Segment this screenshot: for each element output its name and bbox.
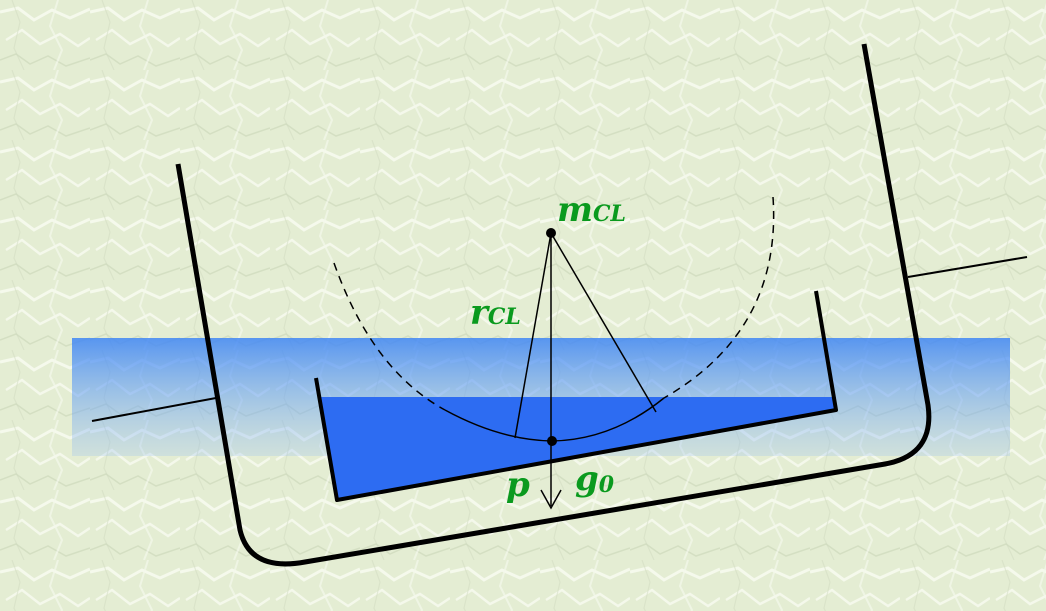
metacentric-arc-dashed bbox=[333, 262, 446, 411]
radius-line-left bbox=[514, 232, 552, 439]
point-p-label: p bbox=[506, 465, 530, 505]
gravity-label: g0 bbox=[575, 459, 615, 499]
waterline-right bbox=[907, 256, 1028, 278]
radius-label: rCL bbox=[470, 293, 521, 333]
metacentric-arc-dashed-right bbox=[663, 196, 775, 399]
tank-outline bbox=[314, 290, 838, 502]
metacenter-point bbox=[546, 228, 556, 238]
tank-liquid bbox=[320, 397, 836, 500]
gravity-arrow-head bbox=[540, 489, 562, 510]
point-p bbox=[547, 436, 557, 446]
ship-hull bbox=[175, 43, 932, 567]
radius-line-right bbox=[550, 232, 657, 413]
waterline-left bbox=[91, 397, 217, 422]
metacenter-label: mCL bbox=[557, 190, 626, 230]
